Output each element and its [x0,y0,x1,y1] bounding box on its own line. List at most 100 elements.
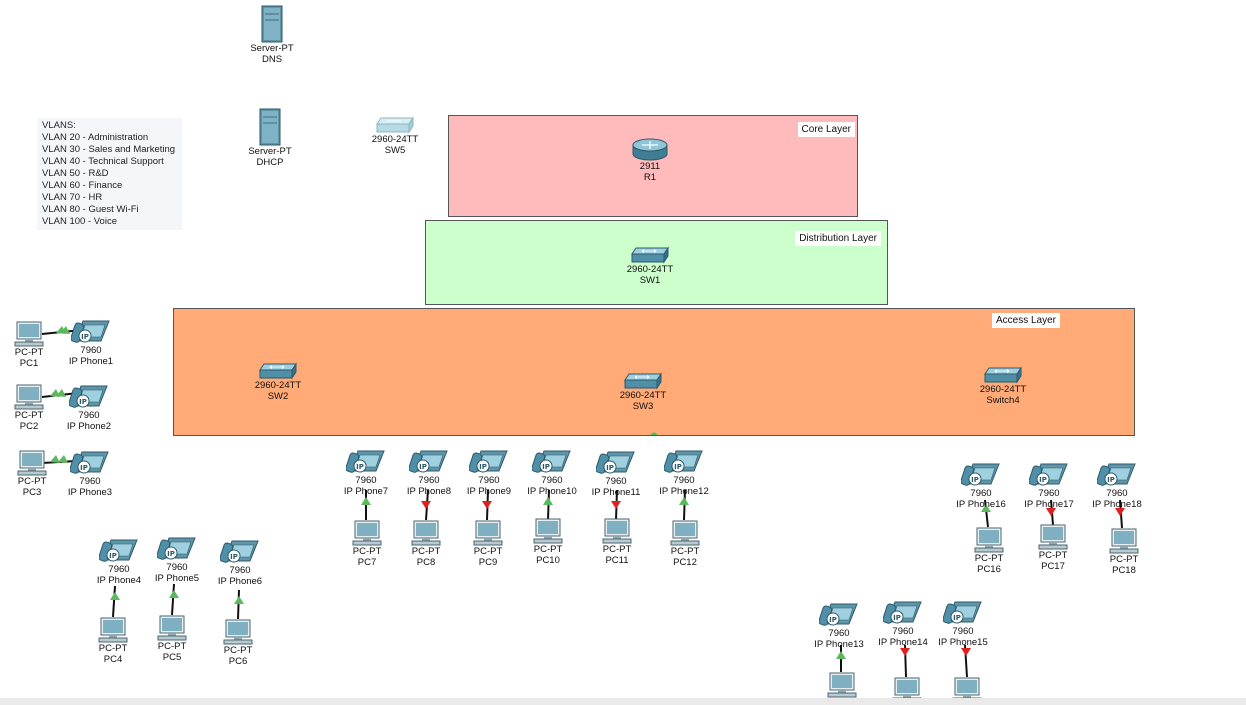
ip-phone-4[interactable]: 7960 IP Phone4 [79,534,159,586]
pc-icon [14,384,44,410]
pc-icon [670,520,700,546]
vlan-note-line: VLAN 60 - Finance [42,180,123,191]
device-name-label: PC18 [1112,565,1136,576]
device-name-label: PC10 [536,555,560,566]
pc-12[interactable]: PC-PT PC12 [645,520,725,568]
pc-1[interactable]: PC-PT PC1 [0,321,69,369]
pc-icon [1109,528,1139,554]
device-model-label: 7960 [78,410,100,421]
link-pc4-phone4[interactable] [112,585,116,618]
device-name-label: SW3 [632,401,654,412]
ip-phone-icon [664,445,704,475]
ip-phone-8[interactable]: 7960 IP Phone8 [389,445,469,497]
vlan-note[interactable]: VLANS: VLAN 20 - Administration VLAN 30 … [37,118,182,230]
device-name-label: PC3 [22,487,42,498]
pc-2[interactable]: PC-PT PC2 [0,384,69,432]
switch-switch4[interactable]: 2960-24TT Switch4 [963,366,1043,406]
ip-phone-icon [596,446,636,476]
pc-icon [411,520,441,546]
horizontal-scrollbar[interactable] [0,698,1246,705]
access-layer-area[interactable]: Access Layer [173,308,1135,436]
vlan-note-line: VLAN 70 - HR [42,192,103,203]
device-name-label: IP Phone12 [659,486,709,497]
ip-phone-2[interactable]: 7960 IP Phone2 [49,380,129,432]
pc-6[interactable]: PC-PT PC6 [198,619,278,667]
pc-7[interactable]: PC-PT PC7 [327,520,407,568]
pc-icon [1038,524,1068,550]
device-model-label: 7960 [892,626,914,637]
pc-5[interactable]: PC-PT PC5 [132,615,212,663]
device-name-label: IP Phone5 [154,573,200,584]
switch-sw3[interactable]: 2960-24TT SW3 [603,372,683,412]
pc-4[interactable]: PC-PT PC4 [73,617,153,665]
device-model-label: Server-PT [250,43,294,54]
ip-phone-3[interactable]: 7960 IP Phone3 [50,446,130,498]
ip-phone-12[interactable]: 7960 IP Phone12 [644,445,724,497]
vlan-note-line: VLAN 100 - Voice [42,216,117,227]
router-r1[interactable]: 2911 R1 [610,137,690,183]
switch-icon [258,362,298,380]
link-pc5-phone5[interactable] [171,583,175,616]
ip-phone-icon [1029,458,1069,488]
ip-phone-13[interactable]: 7960 IP Phone13 [799,598,879,650]
ip-phone-6[interactable]: 7960 IP Phone6 [200,535,280,587]
router-icon [631,137,669,161]
pc-icon [892,677,922,698]
switch-sw5[interactable]: 2960-24TT SW5 [355,116,435,156]
pc-11[interactable]: PC-PT PC11 [577,518,657,566]
device-model-label: PC-PT [14,410,44,421]
device-name-label: PC11 [605,555,629,566]
device-name-label: PC9 [478,557,498,568]
ip-phone-15[interactable]: 7960 IP Phone15 [923,596,1003,648]
ip-phone-14[interactable]: 7960 IP Phone14 [863,596,943,648]
device-model-label: PC-PT [602,544,632,555]
pc-16[interactable]: PC-PT PC16 [949,527,1029,575]
pc-8[interactable]: PC-PT PC8 [386,520,466,568]
ip-phone-1[interactable]: 7960 IP Phone1 [51,315,131,367]
pc-icon [17,450,47,476]
ip-phone-17[interactable]: 7960 IP Phone17 [1009,458,1089,510]
switch-sw1[interactable]: 2960-24TT SW1 [610,246,690,286]
device-name-label: Switch4 [986,395,1020,406]
device-model-label: PC-PT [98,643,128,654]
pc-10[interactable]: PC-PT PC10 [508,518,588,566]
ip-phone-icon [409,445,449,475]
switch-sw2[interactable]: 2960-24TT SW2 [238,362,318,402]
device-model-label: PC-PT [411,546,441,557]
ip-phone-11[interactable]: 7960 IP Phone11 [576,446,656,498]
core-layer-area[interactable]: Core Layer [448,115,858,217]
pc-18[interactable]: PC-PT PC18 [1084,528,1164,576]
switch-icon [983,366,1023,384]
distribution-layer-area[interactable]: Distribution Layer [425,220,888,305]
ip-phone-16[interactable]: 7960 IP Phone16 [941,458,1021,510]
pc-3[interactable]: PC-PT PC3 [0,450,72,498]
ip-phone-icon [1097,458,1137,488]
vlan-note-line: VLAN 40 - Technical Support [42,156,164,167]
device-name-label: PC4 [103,654,123,665]
device-model-label: PC-PT [1038,550,1068,561]
pc-17[interactable]: PC-PT PC17 [1013,524,1093,572]
ip-phone-icon [883,596,923,626]
device-name-label: PC2 [19,421,39,432]
device-name-label: IP Phone4 [96,575,142,586]
device-name-label: IP Phone7 [343,486,389,497]
server-dhcp[interactable]: Server-PT DHCP [230,108,310,168]
ip-phone-5[interactable]: 7960 IP Phone5 [137,532,217,584]
ip-phone-7[interactable]: 7960 IP Phone7 [326,445,406,497]
device-model-label: Server-PT [248,146,292,157]
pc-9[interactable]: PC-PT PC9 [448,520,528,568]
device-name-label: SW5 [384,145,406,156]
device-name-label: IP Phone2 [66,421,112,432]
server-dns[interactable]: Server-PT DNS [232,5,312,65]
link-pc16-phone16[interactable] [984,499,989,528]
pc-icon [352,520,382,546]
link-pc6-phone6[interactable] [237,589,240,620]
ip-phone-10[interactable]: 7960 IP Phone10 [512,445,592,497]
device-model-label: 7960 [478,475,500,486]
pc-15[interactable] [927,677,1007,698]
device-model-label: 7960 [166,562,188,573]
ip-phone-9[interactable]: 7960 IP Phone9 [449,445,529,497]
device-name-label: IP Phone16 [956,499,1006,510]
ip-phone-18[interactable]: 7960 IP Phone18 [1077,458,1157,510]
